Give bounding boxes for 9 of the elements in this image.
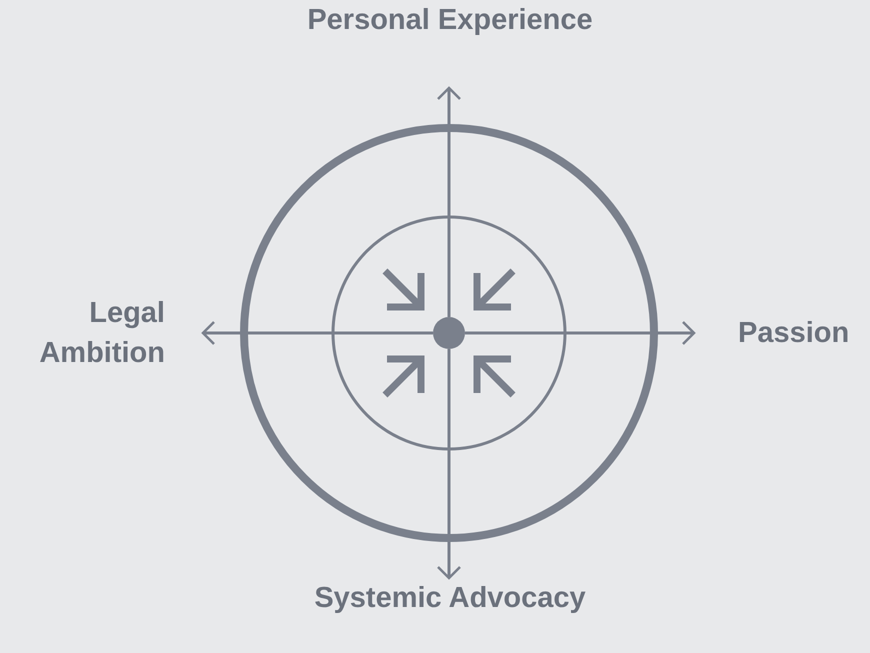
axis-label: Personal Experience: [300, 0, 600, 88]
axis-label: Passion: [694, 313, 870, 353]
axis-label: Legal Ambition: [0, 293, 203, 373]
arrow: [202, 320, 433, 346]
arrow: [436, 349, 462, 580]
arrow: [465, 320, 696, 346]
center-dot: [433, 317, 465, 349]
arrow: [436, 86, 462, 317]
axis-label: Systemic Advocacy: [300, 578, 600, 653]
